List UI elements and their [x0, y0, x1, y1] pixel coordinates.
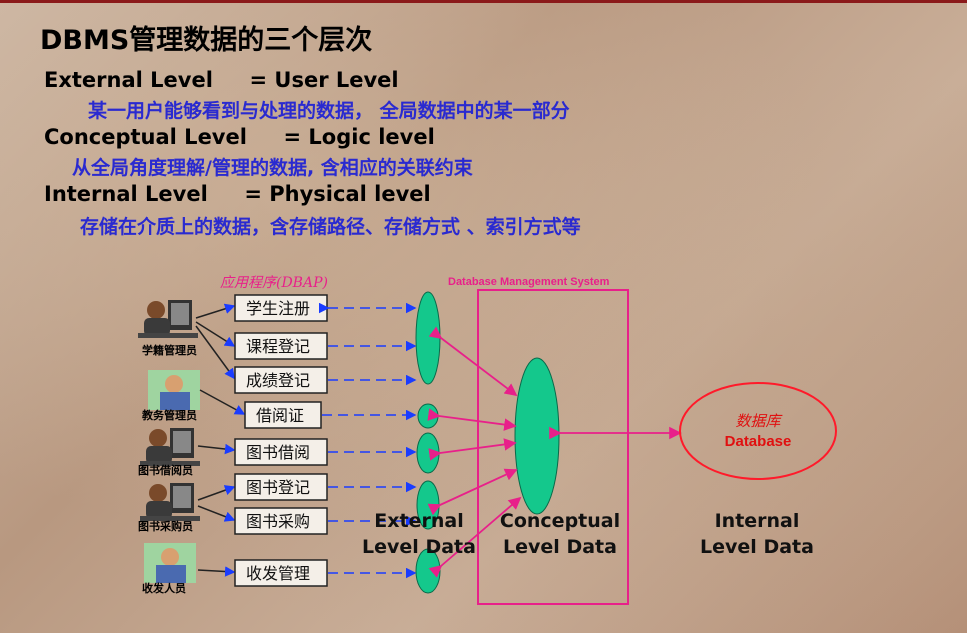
external-level-line: External Level = User Level [44, 68, 399, 92]
external-ellipse [416, 432, 440, 474]
internal-level-line: Internal Level = Physical level [44, 182, 431, 206]
external-ellipse [415, 291, 441, 385]
database-cn-label: 数据库 [735, 412, 783, 430]
app-box-library-card [244, 401, 322, 429]
database-ring [679, 382, 837, 480]
slide-title: DBMS管理数据的三个层次 [40, 25, 373, 56]
app-label: 收发管理 [246, 564, 310, 583]
database-en-label: Database [725, 433, 792, 450]
app-label: 学生注册 [246, 299, 310, 318]
level-name: Internal Level [44, 182, 208, 206]
dbms-header: Database Management System [448, 276, 610, 288]
app-label: 图书采购 [246, 512, 310, 531]
app-label: 成绩登记 [246, 371, 310, 390]
external-level-desc: 某一用户能够看到与处理的数据， 全局数据中的某一部分 [88, 100, 570, 122]
app-label: 图书登记 [246, 478, 310, 497]
level-alias: Physical level [269, 182, 431, 206]
app-box-student-reg [234, 294, 328, 322]
app-label: 课程登记 [246, 337, 310, 356]
top-border [0, 0, 967, 3]
app-box-course-reg [234, 332, 328, 360]
level-alias: Logic level [308, 125, 435, 149]
app-label: 借阅证 [256, 406, 304, 425]
user-icon [140, 483, 200, 521]
conceptual-level-desc: 从全局角度理解/管理的数据, 含相应的关联约束 [72, 157, 473, 179]
app-external-links [319, 302, 417, 579]
app-box-book-borrow [234, 438, 328, 466]
external-ellipse [417, 403, 439, 429]
user-label: 教务管理员 [141, 408, 197, 422]
user-icon [140, 428, 200, 466]
app-box-grade-reg [234, 366, 328, 394]
app-box-book-purchase [234, 507, 328, 535]
conceptual-ellipse [514, 357, 560, 515]
user-icon [148, 370, 200, 410]
user-app-links [195, 303, 246, 577]
conceptual-level-line: Conceptual Level = Logic level [44, 125, 435, 149]
user-icon [144, 543, 196, 583]
app-box-mail-mgmt [234, 559, 328, 587]
user-label: 学籍管理员 [142, 343, 197, 357]
user-label: 图书采购员 [138, 519, 193, 533]
user-icon [138, 300, 198, 338]
level-name: External Level [44, 68, 213, 92]
level-name: Conceptual Level [44, 125, 247, 149]
external-conceptual-links [427, 326, 522, 578]
equals-sign: = [249, 68, 268, 92]
equals-sign: = [283, 125, 302, 149]
internal-level-desc: 存储在介质上的数据，含存储路径、存储方式 、索引方式等 [80, 216, 581, 238]
level-alias: User Level [274, 68, 399, 92]
app-header: 应用程序(DBAP) [220, 275, 328, 291]
user-label: 收发人员 [142, 581, 186, 595]
user-label: 图书借阅员 [138, 463, 193, 477]
app-box-book-register [234, 473, 328, 501]
app-label: 图书借阅 [246, 443, 310, 462]
equals-sign: = [244, 182, 262, 206]
